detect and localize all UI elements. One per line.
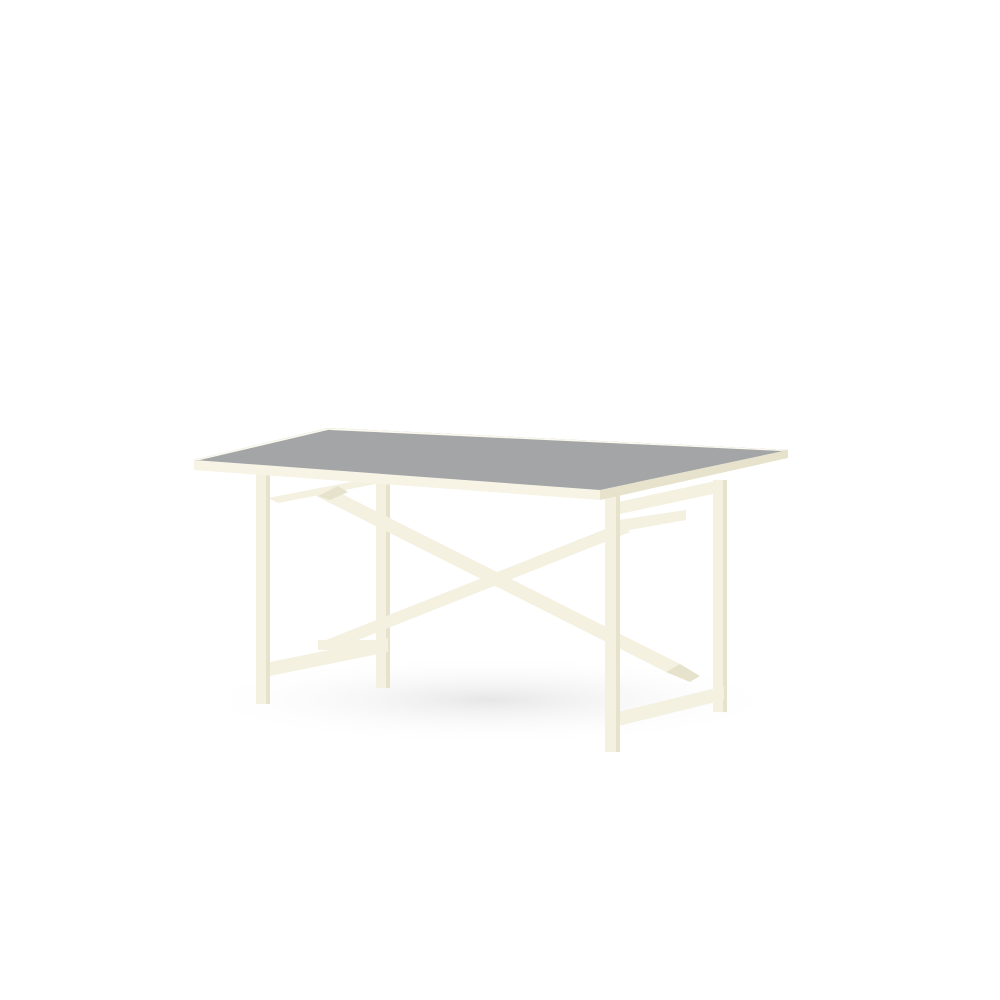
cross-brace-b — [326, 524, 630, 648]
front-leg-right — [605, 490, 620, 752]
tabletop — [194, 428, 788, 500]
left-end-frame — [268, 477, 388, 676]
right-end-frame — [618, 480, 724, 726]
floor-shadow — [190, 655, 790, 745]
back-leg-right — [713, 480, 727, 712]
back-leg-left — [376, 482, 390, 688]
front-leg-left — [256, 472, 270, 704]
